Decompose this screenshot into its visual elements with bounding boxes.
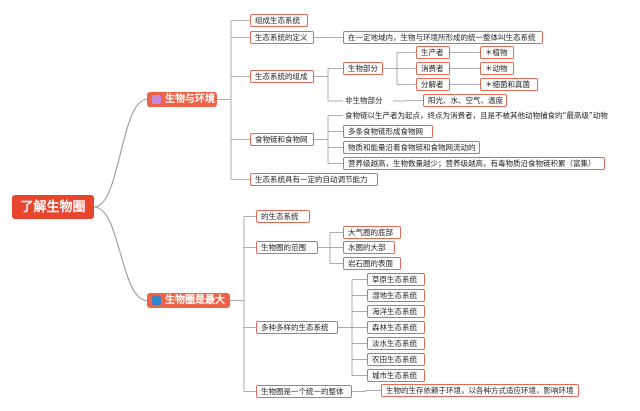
ecosystem-freshwater[interactable]: 淡水生态系统 bbox=[367, 337, 425, 350]
topic-abiotic-part[interactable]: 非生物部分 bbox=[345, 96, 383, 106]
definition-text[interactable]: 在一定地域内，生物与环境所形成的统一整体叫生态系统 bbox=[343, 31, 543, 44]
ecosystem-farmland[interactable]: 农田生态系统 bbox=[367, 353, 425, 366]
topic-bacteria-fungi[interactable]: ＊细菌和真菌 bbox=[480, 78, 538, 91]
food-chain-note-2[interactable]: 多条食物链形成食物网 bbox=[343, 125, 433, 138]
topic-food-chain-web[interactable]: 食物链和食物网 bbox=[250, 133, 314, 146]
topic-biotic-part[interactable]: 生物部分 bbox=[343, 62, 383, 75]
branch-biosphere-largest[interactable]: 生物圈是最大 bbox=[147, 293, 230, 308]
topic-self-regulation[interactable]: 生态系统具有一定的自动调节能力 bbox=[250, 173, 378, 186]
topic-biosphere-range[interactable]: 生物圈的范围 bbox=[256, 241, 318, 254]
food-chain-note-1[interactable]: 食物链以生产者为起点，终点为消费者，且是不被其他动物捕食的“最高级”动物 bbox=[345, 110, 608, 120]
square-icon bbox=[152, 296, 161, 305]
topic-unified-whole[interactable]: 生物圈是一个统一的整体 bbox=[256, 385, 352, 398]
topic-lithosphere-surface[interactable]: 岩石圈的表面 bbox=[343, 257, 401, 270]
food-chain-note-3[interactable]: 物质和能量沿着食物链和食物网流动的 bbox=[343, 141, 480, 154]
topic-diverse-ecosystems[interactable]: 多种多样的生态系统 bbox=[256, 321, 338, 334]
ecosystem-wetland[interactable]: 湿地生态系统 bbox=[367, 289, 425, 302]
food-chain-note-4[interactable]: 营养级越高，生物数量越少；营养级越高，有毒物质沿食物链积累（富集） bbox=[343, 157, 605, 170]
connector bbox=[93, 206, 148, 302]
topic-ecosystem-composition[interactable]: 生态系统的组成 bbox=[250, 70, 314, 83]
topic-atmosphere-bottom[interactable]: 大气圈的底部 bbox=[343, 226, 401, 239]
ecosystem-ocean[interactable]: 海洋生态系统 bbox=[367, 305, 425, 318]
unified-whole-text[interactable]: 生物的生存依赖于环境，以各种方式适应环境，影响环境 bbox=[381, 384, 579, 397]
topic-consumer[interactable]: 消费者 bbox=[416, 62, 450, 75]
ecosystem-city[interactable]: 城市生态系统 bbox=[367, 369, 425, 382]
root-topic[interactable]: 了解生物圈 bbox=[12, 195, 94, 219]
ecosystem-grassland[interactable]: 草原生态系统 bbox=[367, 273, 425, 286]
topic-decomposer[interactable]: 分解者 bbox=[416, 78, 450, 91]
flower-icon bbox=[152, 95, 161, 104]
topic-producer[interactable]: 生产者 bbox=[416, 46, 450, 59]
connector bbox=[93, 98, 148, 208]
topic-hydrosphere-most[interactable]: 水圈的大部 bbox=[343, 241, 395, 254]
branch-label: 生物与环境 bbox=[165, 93, 215, 105]
topic-compose-ecosystem[interactable]: 组成生态系统 bbox=[250, 14, 308, 27]
branch-label: 生物圈是最大 bbox=[165, 294, 225, 306]
topic-animals[interactable]: ＊动物 bbox=[480, 62, 514, 75]
branch-biology-environment[interactable]: 生物与环境 bbox=[147, 92, 217, 107]
topic-ecosystem-definition[interactable]: 生态系统的定义 bbox=[250, 31, 314, 44]
topic-largest-ecosystem[interactable]: 的生态系统 bbox=[256, 210, 310, 223]
ecosystem-forest[interactable]: 森林生态系统 bbox=[367, 321, 425, 334]
topic-plants[interactable]: ＊植物 bbox=[480, 46, 514, 59]
topic-abiotic-factors[interactable]: 阳光、水、空气、温度 bbox=[423, 94, 507, 107]
